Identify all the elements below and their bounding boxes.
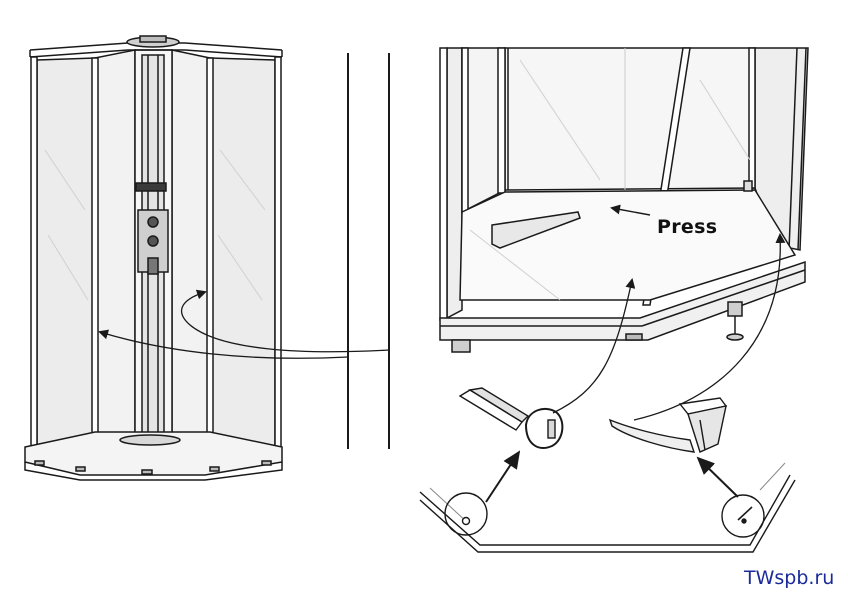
shower-cabin-overview [24,35,283,481]
right-door-profile [206,57,214,449]
tray-foot-right [727,301,743,317]
tray-vent-right [261,460,272,466]
arrow-seal-to-door [552,278,636,414]
watermark-text: TWspb.ru [744,567,835,589]
tray-foot-left [451,339,471,353]
magnifier-circle-left [444,492,488,536]
spout-icon [135,182,167,192]
left-frame-post [30,56,38,454]
press-arrow-icon [610,204,651,216]
center-right-glass-panel [171,49,211,448]
right-frame-post [274,56,282,454]
glass-edge-closeup [419,462,796,553]
press-callout-label: Press [657,216,718,238]
left-glass-panel [36,57,96,454]
magnetic-seal-detail [458,387,564,449]
tray-vent-center [141,469,153,475]
glass-edge-outline [419,474,791,546]
diverter-knob-icon [147,235,159,247]
detail-arrow-right-icon [696,456,739,498]
arrow-seal-to-wall [633,233,786,421]
wedge-seal-detail [608,397,728,453]
detail-arrow-left-icon [485,450,521,503]
left-door-profile [91,57,99,449]
arrow-to-right-door [180,289,390,353]
tray-vent-mid-right [209,466,220,472]
right-glass-panel [209,57,276,454]
zoomed-cabin-bottom [439,47,809,353]
tray-vent-mid-left [75,466,86,472]
mixer-knob-icon [147,216,159,228]
center-left-glass-panel [94,49,136,448]
corner-bracket [743,180,753,192]
tray-vent-left [34,460,45,466]
zoomed-tray-rim [439,260,806,341]
corner-seat [491,211,581,249]
arrow-to-left-door [98,329,349,359]
zoomed-left-glass [446,47,463,320]
zoomed-back-glass [504,47,756,191]
magnifier-circle-right [721,494,765,538]
profile-cross-section [347,53,390,449]
